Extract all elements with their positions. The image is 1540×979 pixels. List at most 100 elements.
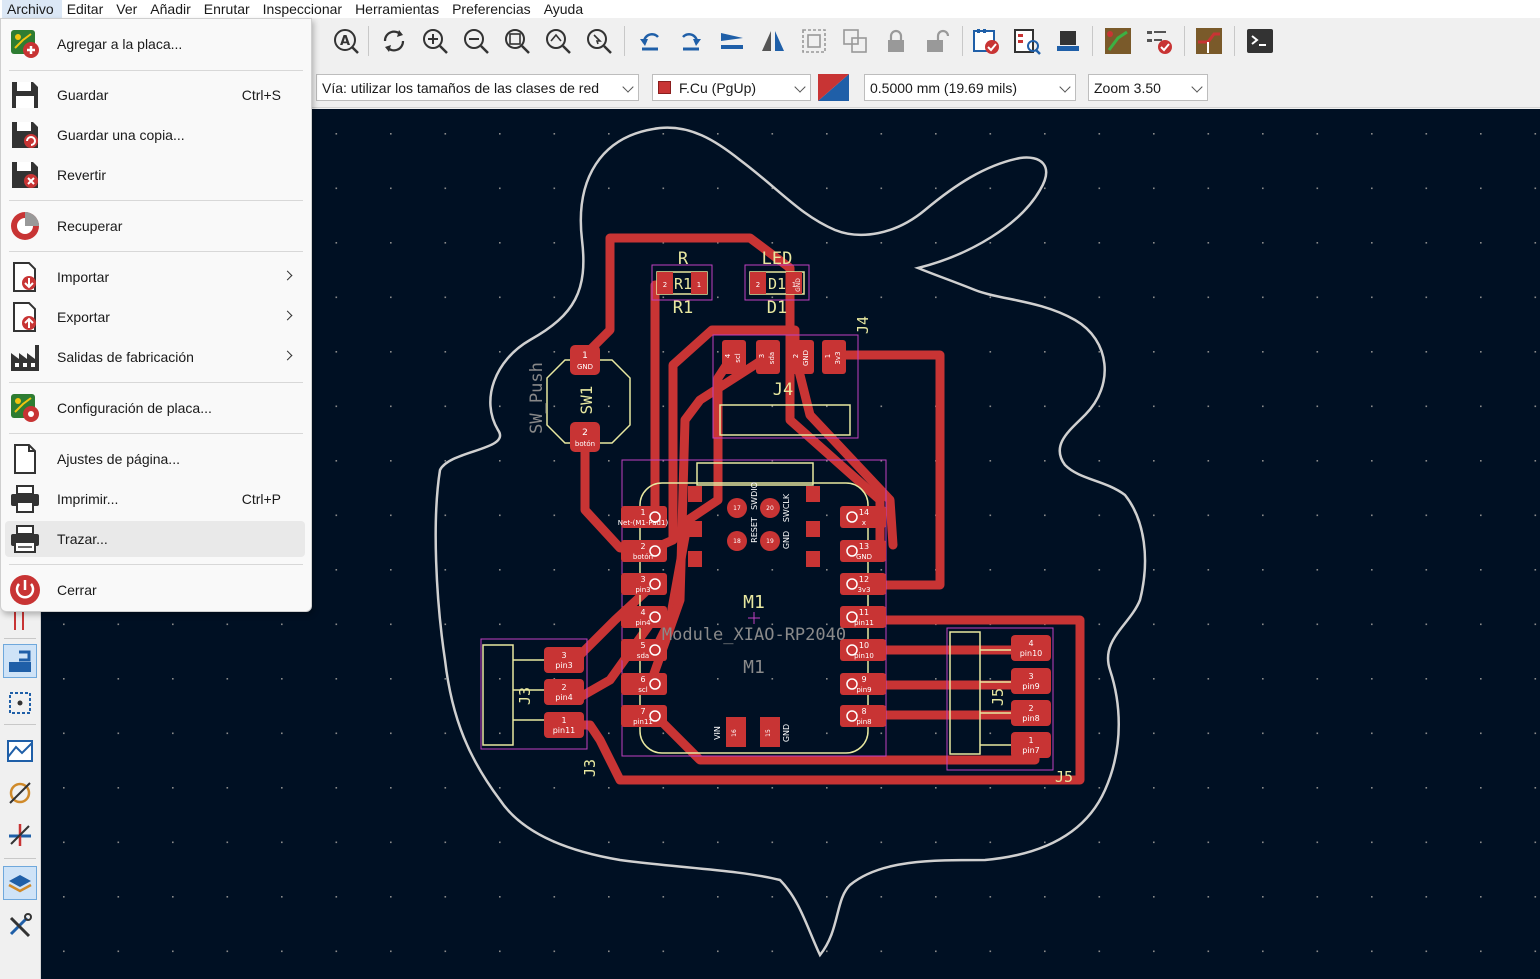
m1-pad19-num: 19: [766, 538, 774, 545]
layers-manager-icon[interactable]: [3, 866, 37, 900]
redraw-icon[interactable]: [378, 25, 410, 57]
flip-icon[interactable]: [716, 25, 748, 57]
lock-icon[interactable]: [880, 25, 912, 57]
menu-item-recover[interactable]: Recuperar: [5, 208, 305, 244]
menu-item-add-to-board[interactable]: Agregar a la placa...: [5, 26, 305, 62]
menu-herramientas[interactable]: Herramientas: [355, 1, 440, 17]
m1-left-pad-num: 3: [640, 575, 645, 584]
menu-editar[interactable]: Editar: [66, 1, 104, 17]
menu-ver[interactable]: Ver: [116, 1, 138, 17]
zoom-out-icon[interactable]: [460, 25, 492, 57]
terminal-icon[interactable]: [1244, 25, 1276, 57]
menu-item-import[interactable]: Importar: [5, 259, 305, 295]
add-board-icon: [11, 30, 39, 58]
j4-pad3-num: 3: [758, 354, 766, 358]
sw1-pad1-num: 1: [582, 351, 588, 361]
track-width-select[interactable]: 0.5000 mm (19.69 mils): [864, 74, 1076, 101]
ungroup-icon[interactable]: [839, 25, 871, 57]
menu-item-page-settings[interactable]: Ajustes de página...: [5, 441, 305, 477]
rotate-cw-icon[interactable]: [675, 25, 707, 57]
m1-left-pad-net: scl: [638, 686, 647, 694]
m1-right-pad-net: GND: [856, 553, 872, 561]
sw1-value-label: SW_Push: [527, 362, 547, 434]
r1-pad-2: [657, 272, 673, 294]
r1-ref-label: R: [678, 249, 689, 269]
m1-left-drill: [649, 511, 661, 523]
scripting-icon[interactable]: [1102, 25, 1134, 57]
rotate-ccw-icon[interactable]: [634, 25, 666, 57]
zoom-fit-icon[interactable]: [501, 25, 533, 57]
menu-label-page-settings: Ajustes de página...: [57, 451, 180, 467]
menu-item-print[interactable]: Imprimir... Ctrl+P: [5, 481, 305, 517]
menu-inspeccionar[interactable]: Inspeccionar: [262, 1, 343, 17]
zoom-in-icon[interactable]: [419, 25, 451, 57]
mirror-icon[interactable]: [757, 25, 789, 57]
r1-value-label: R1: [674, 275, 692, 293]
select-area-icon[interactable]: [3, 686, 37, 720]
footprint-sw1[interactable]: SW1 SW_Push 1 GND 2 botón: [527, 345, 631, 452]
footprint-m1[interactable]: 1Net-(M1-Pad1)2botón3pin34pin45sda6scl7p…: [618, 459, 887, 757]
m1-right-pad-num: 8: [861, 707, 866, 716]
menu-item-plot[interactable]: Trazar...: [5, 521, 305, 557]
m1-pad15-num: 15: [765, 729, 772, 737]
unlock-icon[interactable]: [921, 25, 953, 57]
zoom-selection-icon[interactable]: [583, 25, 615, 57]
footprint-r1[interactable]: R R1 R1 2 1: [651, 249, 713, 318]
m1-left-pad-num: 7: [640, 707, 645, 716]
j5-pad: [1011, 732, 1051, 758]
m1-left-pad-num: 6: [640, 675, 645, 684]
highlight-net-icon[interactable]: [3, 644, 37, 678]
menu-label-export: Exportar: [57, 309, 110, 325]
m1-pad-17: [727, 498, 747, 518]
menu-enrutar[interactable]: Enrutar: [203, 1, 250, 17]
menu-item-fab-outputs[interactable]: Salidas de fabricación: [5, 339, 305, 375]
j3-pad-net: pin4: [555, 693, 572, 702]
j4-pad-2: [790, 340, 814, 374]
menu-anadir[interactable]: Añadir: [150, 1, 191, 17]
j3-ref-label: J3: [581, 759, 599, 777]
drc-icon[interactable]: [1143, 25, 1175, 57]
find-icon[interactable]: A: [330, 25, 362, 57]
menu-ayuda[interactable]: Ayuda: [543, 1, 584, 17]
layer-pair-icon[interactable]: [818, 74, 849, 101]
via-size-select[interactable]: Vía: utilizar los tamaños de las clases …: [316, 74, 639, 101]
menu-item-board-setup[interactable]: Configuración de placa...: [5, 390, 305, 426]
properties-icon[interactable]: [3, 908, 37, 942]
track-tool-icon[interactable]: [3, 818, 37, 852]
netlist-update-icon[interactable]: [970, 25, 1002, 57]
menu-item-save-copy[interactable]: Guardar una copia...: [5, 117, 305, 153]
menu-item-export[interactable]: Exportar: [5, 299, 305, 335]
page-settings-icon: [14, 444, 36, 474]
menu-item-save[interactable]: Guardar Ctrl+S: [5, 77, 305, 113]
footprint-j4[interactable]: J4 J4 4 scl 3 sda 2 GND 1 3v3: [712, 316, 872, 439]
menu-item-revert[interactable]: Revertir: [5, 157, 305, 193]
layer-select[interactable]: F.Cu (PgUp): [652, 74, 811, 101]
zoom-objects-icon[interactable]: [542, 25, 574, 57]
power-icon: [10, 575, 40, 605]
board-stats-icon[interactable]: [3, 734, 37, 768]
sw1-pad1-net: GND: [577, 363, 593, 371]
menu-archivo[interactable]: Archivo: [2, 0, 62, 18]
ratsnest-icon[interactable]: [3, 604, 37, 638]
chevron-down-icon: [1191, 81, 1203, 93]
m1-ref-label-2: M1: [743, 657, 765, 678]
j5-pad-num: 1: [1028, 736, 1033, 745]
group-icon[interactable]: [798, 25, 830, 57]
menu-label-import: Importar: [57, 269, 110, 285]
m1-right-pad-num: 13: [859, 542, 869, 551]
board-3d-icon[interactable]: [1052, 25, 1084, 57]
menu-item-close[interactable]: Cerrar: [5, 572, 305, 608]
menu-label-save-copy: Guardar una copia...: [57, 127, 185, 143]
menu-preferencias[interactable]: Preferencias: [452, 1, 531, 17]
zoom-select[interactable]: Zoom 3.50: [1088, 74, 1208, 101]
measure-icon[interactable]: [3, 776, 37, 810]
m1-hatch-1: [688, 486, 702, 502]
interactive-router-icon[interactable]: [1193, 25, 1225, 57]
j5-value-label: J5: [989, 688, 1007, 706]
footprint-d1[interactable]: LED D1 D1 2 1 GND: [744, 249, 810, 318]
m1-right-pad-net: pin9: [856, 686, 871, 694]
footprint-browser-icon[interactable]: [1011, 25, 1043, 57]
m1-pad18-num: 18: [733, 538, 741, 545]
